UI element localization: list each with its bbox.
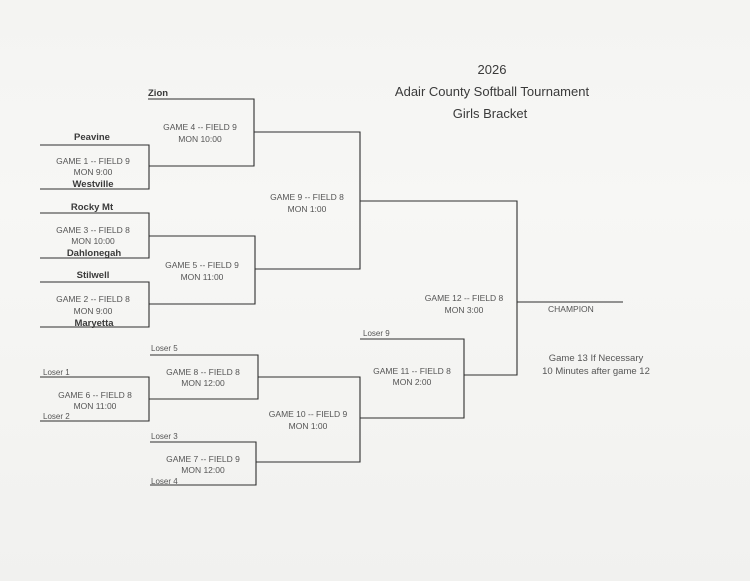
title-tournament: Adair County Softball Tournament	[394, 84, 590, 99]
team-zion: Zion	[148, 88, 169, 99]
game6-bracket	[40, 376, 150, 422]
game2-bracket	[40, 281, 150, 328]
game3-time: MON 10:00	[71, 236, 115, 246]
loser5-label: Loser 5	[151, 344, 178, 353]
game5-bracket	[149, 235, 256, 305]
game5-time: MON 11:00	[180, 272, 224, 282]
game12-bracket	[360, 200, 518, 376]
game13-time-note: 10 Minutes after game 12	[542, 366, 650, 377]
game13-note: Game 13 If Necessary	[548, 353, 644, 364]
game9-time: MON 1:00	[287, 204, 327, 214]
title-year: 2026	[477, 62, 507, 77]
game7-label: GAME 7 -- FIELD 9	[166, 454, 240, 464]
game5-label: GAME 5 -- FIELD 9	[165, 260, 239, 270]
team-maryetta: Maryetta	[74, 318, 114, 329]
loser9-label: Loser 9	[363, 329, 390, 338]
game4-label: GAME 4 -- FIELD 9	[163, 122, 237, 132]
game10-bracket	[256, 376, 361, 463]
game11-label: GAME 11 -- FIELD 8	[373, 366, 451, 376]
game12-label: GAME 12 -- FIELD 8	[424, 293, 504, 303]
game6-time: MON 11:00	[73, 401, 117, 411]
loser3-label: Loser 3	[151, 432, 178, 441]
team-stilwell: Stilwell	[76, 270, 110, 281]
game4-time: MON 10:00	[178, 134, 222, 144]
game3-label: GAME 3 -- FIELD 8	[56, 225, 130, 235]
game10-time: MON 1:00	[288, 421, 328, 431]
game1-bracket	[40, 144, 150, 190]
game6-label: GAME 6 -- FIELD 8	[58, 390, 132, 400]
loser2-label: Loser 2	[43, 412, 70, 421]
game1-label: GAME 1 -- FIELD 9	[56, 156, 130, 166]
team-peavine: Peavine	[74, 132, 110, 143]
team-rocky-mt: Rocky Mt	[70, 202, 114, 213]
game8-label: GAME 8 -- FIELD 8	[166, 367, 240, 377]
loser4-label: Loser 4	[151, 477, 178, 486]
game7-time: MON 12:00	[181, 465, 225, 475]
game4-bracket	[148, 98, 255, 167]
game1-time: MON 9:00	[73, 167, 113, 177]
game9-label: GAME 9 -- FIELD 8	[270, 192, 344, 202]
game7-bracket	[150, 441, 257, 486]
game8-bracket	[149, 354, 259, 400]
game2-time: MON 9:00	[73, 306, 113, 316]
loser1-label: Loser 1	[43, 368, 70, 377]
game11-bracket	[360, 338, 465, 419]
team-dahlonegah: Dahlonegah	[66, 248, 122, 259]
champion-label: CHAMPION	[548, 304, 594, 314]
game12-time: MON 3:00	[444, 305, 484, 315]
team-westville: Westville	[72, 179, 114, 190]
game2-label: GAME 2 -- FIELD 8	[56, 294, 130, 304]
title-bracket: Girls Bracket	[452, 106, 528, 121]
game10-label: GAME 10 -- FIELD 9	[268, 409, 348, 419]
game8-time: MON 12:00	[181, 378, 225, 388]
game11-time: MON 2:00	[392, 377, 432, 387]
